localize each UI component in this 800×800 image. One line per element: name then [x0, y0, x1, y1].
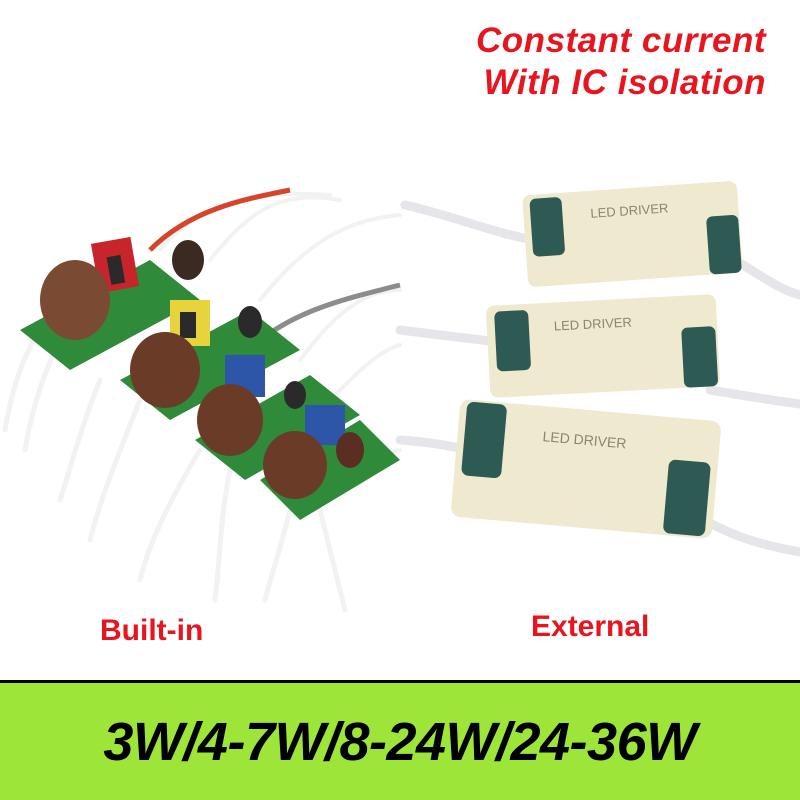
wattage-banner: 3W/4-7W/8-24W/24-36W: [0, 680, 800, 800]
driver-2-title: LED DRIVER: [553, 314, 632, 333]
led-driver-1: LED DRIVER: [522, 181, 743, 287]
builtin-label: Built-in: [100, 614, 204, 647]
wattage-text: 3W/4-7W/8-24W/24-36W: [103, 711, 697, 772]
external-label: External: [531, 610, 650, 643]
driver-3-title: LED DRIVER: [542, 428, 627, 451]
headline-line-2: With IC isolation: [483, 63, 766, 102]
led-driver-2: LED DRIVER: [486, 294, 720, 398]
product-photo: LED DRIVER LED DRIVER LED DRIVER: [2, 181, 800, 613]
led-driver-3: LED DRIVER: [451, 399, 721, 539]
driver-1-title: LED DRIVER: [590, 200, 669, 220]
headline-line-1: Constant current: [476, 21, 766, 60]
external-drivers: LED DRIVER LED DRIVER LED DRIVER: [395, 181, 800, 557]
builtin-drivers: [2, 187, 402, 613]
headline: Constant current With IC isolation: [306, 20, 766, 104]
